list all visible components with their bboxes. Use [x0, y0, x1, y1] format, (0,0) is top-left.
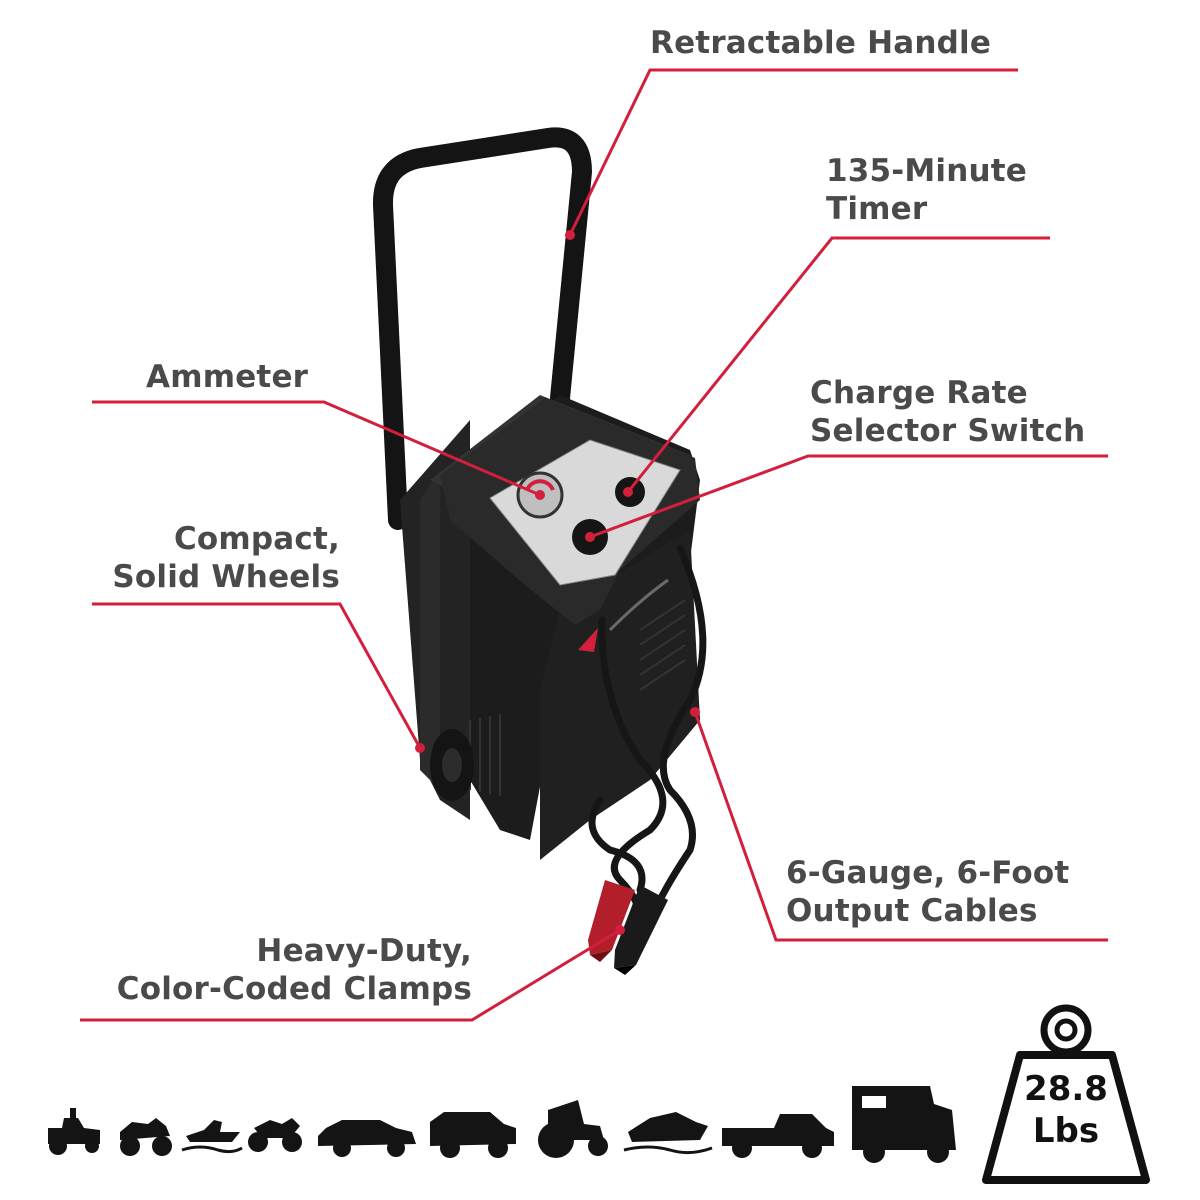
callout-text: Charge Rate — [810, 375, 1028, 411]
suv-icon — [430, 1112, 516, 1158]
pickup-truck-icon — [722, 1114, 834, 1158]
callout-wheels: Compact, Solid Wheels — [100, 520, 340, 596]
weight-label: 28.8 Lbs — [1000, 1068, 1132, 1152]
weight-icon — [982, 1004, 1150, 1184]
charger-body — [400, 395, 700, 860]
clamps — [588, 880, 668, 975]
callout-text: Heavy-Duty, — [256, 933, 472, 969]
callout-text: Ammeter — [146, 359, 309, 395]
callout-text: Solid Wheels — [112, 559, 340, 595]
atv-icon — [120, 1118, 172, 1156]
callout-text: Timer — [826, 191, 928, 227]
callout-timer: 135-Minute Timer — [826, 152, 1027, 228]
callout-lines — [80, 68, 1108, 1022]
callout-clamps: Heavy-Duty, Color-Coded Clamps — [100, 932, 472, 1008]
retractable-handle — [373, 127, 593, 530]
callout-text: 135-Minute — [826, 153, 1028, 189]
car-icon — [318, 1120, 416, 1157]
callout-ammeter: Ammeter — [146, 358, 308, 396]
weight-value: 28.8 — [1024, 1069, 1108, 1109]
boat-icon — [623, 1112, 713, 1155]
output-cables — [588, 544, 707, 924]
callout-text: Output Cables — [786, 893, 1038, 929]
jet-ski-icon — [181, 1120, 243, 1154]
callout-text: Retractable Handle — [650, 25, 992, 61]
callout-text: 6-Gauge, 6-Foot — [786, 855, 1070, 891]
callout-charge-rate: Charge Rate Selector Switch — [810, 374, 1085, 450]
rv-icon — [852, 1086, 956, 1163]
callout-retractable-handle: Retractable Handle — [650, 24, 991, 62]
weight-unit: Lbs — [1032, 1111, 1100, 1151]
tractor-icon — [538, 1100, 608, 1158]
callout-cables: 6-Gauge, 6-Foot Output Cables — [786, 854, 1069, 930]
callout-text: Compact, — [173, 521, 340, 557]
callout-text: Color-Coded Clamps — [116, 971, 472, 1007]
riding-mower-icon — [48, 1108, 100, 1155]
motorcycle-icon — [248, 1118, 302, 1152]
callout-dots — [415, 230, 700, 935]
callout-text: Selector Switch — [810, 413, 1086, 449]
